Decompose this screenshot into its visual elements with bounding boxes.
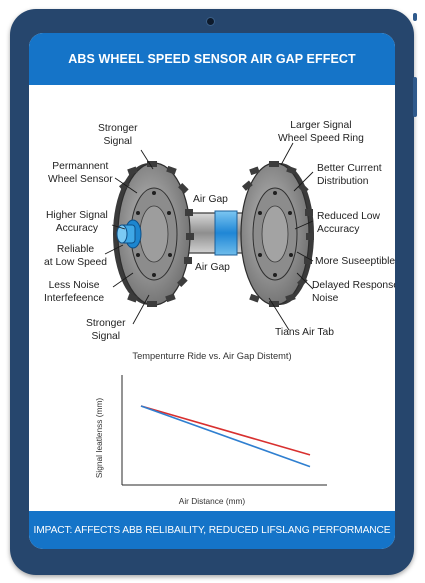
impact-text: IMPACT: AFFECTS ABB RELIBAILITY, REDUCED… [33, 524, 391, 536]
label-air-gap-top: Air Gap [193, 194, 228, 205]
tablet-screen: ABS WHEEL SPEED SENSOR AIR GAP EFFECT [29, 33, 395, 549]
leader-lines [104, 142, 314, 331]
page-title: ABS WHEEL SPEED SENSOR AIR GAP EFFECT [68, 52, 356, 66]
label-permanent-sensor: Permannent Wheel Sensor [48, 161, 113, 185]
camera-dot [206, 17, 215, 26]
series-line-blue [140, 405, 311, 468]
label-reduced-low-accuracy: Reduced Low Accuracy [317, 211, 380, 235]
label-reliable-low-speed: Reliable at Low Speed [44, 244, 107, 268]
label-air-gap-bottom: Air Gap [195, 262, 230, 273]
label-stronger-signal-top: Stronger Signal [98, 123, 138, 147]
chart-title: Tempenturre Ride vs. Air Gap Distemt) [132, 351, 292, 361]
title-bar: ABS WHEEL SPEED SENSOR AIR GAP EFFECT [29, 33, 395, 85]
side-button [413, 77, 417, 117]
label-larger-signal: Larger Signal Wheel Speed Ring [278, 120, 364, 144]
chart-xlabel: Air Distance (mm) [178, 496, 246, 506]
tablet-frame: ABS WHEEL SPEED SENSOR AIR GAP EFFECT [10, 9, 417, 575]
label-stronger-signal-bottom: Stronger Signal [86, 318, 126, 342]
air-gap-highlight [214, 210, 238, 256]
chart-ylabel: Signal Ieatlenss (mm) [94, 397, 104, 479]
label-less-noise: Less Noise Interfefeence [44, 280, 105, 304]
label-higher-accuracy: Higher Signal Accuracy [46, 210, 108, 234]
impact-banner: IMPACT: AFFECTS ABB RELIBAILITY, REDUCED… [29, 511, 395, 549]
label-tians-air-tab: Tians Air Tab [275, 327, 334, 338]
left-tone-ring [113, 161, 194, 307]
right-tone-ring [240, 161, 314, 307]
series-line-red [140, 405, 311, 456]
label-more-susceptible: More Suseeptible [315, 256, 395, 267]
label-better-current: Better Current Distribution [317, 163, 382, 187]
label-delayed-response: Delayed Response Noise [312, 280, 395, 304]
sensor-diagram [104, 142, 314, 331]
volume-button [413, 13, 417, 21]
